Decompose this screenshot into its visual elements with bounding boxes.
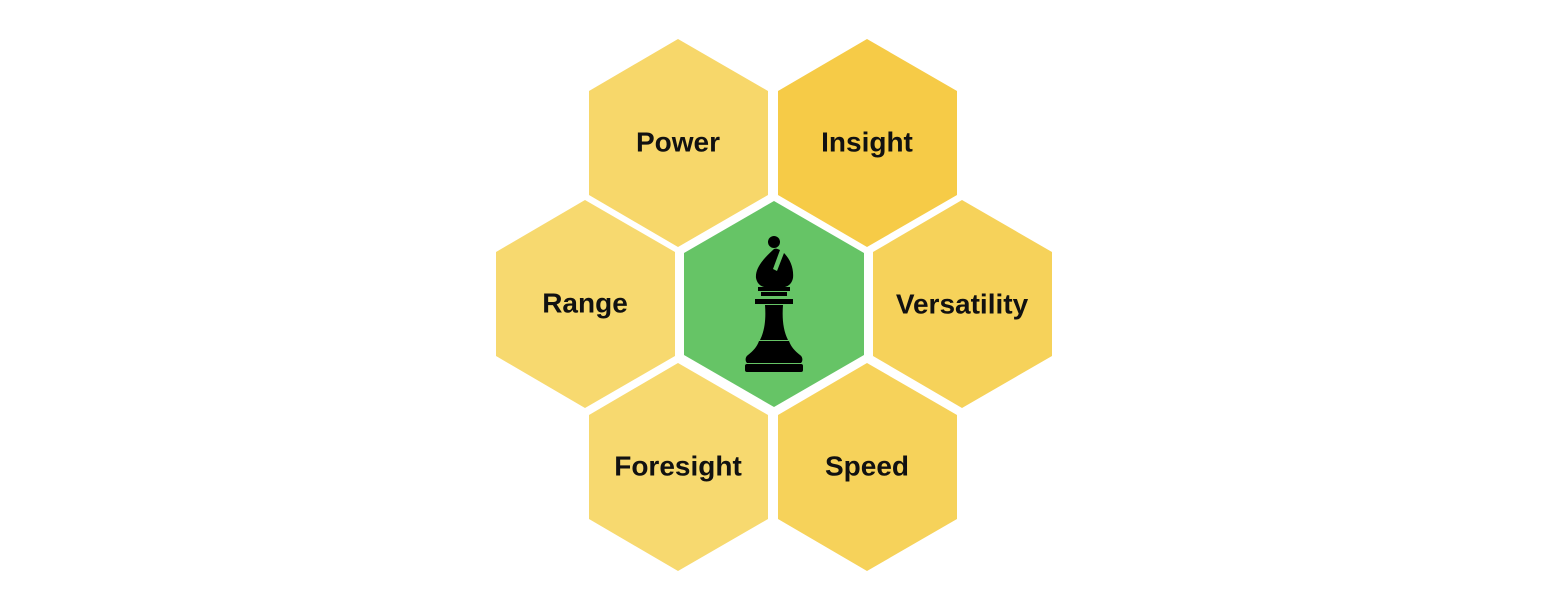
hexagon-shape: [496, 200, 675, 408]
hexagon-shape: [778, 39, 957, 247]
hex-cell-foresight: Foresight: [589, 363, 768, 571]
hex-label-range: Range: [542, 287, 628, 318]
hex-cell-insight: Insight: [778, 39, 957, 247]
hexagon-shape: [589, 363, 768, 571]
hexagon-shape: [873, 200, 1052, 408]
chess-bishop-icon: [745, 236, 803, 372]
hexagon-shape: [589, 39, 768, 247]
hex-label-power: Power: [636, 126, 720, 157]
hex-cell-power: Power: [589, 39, 768, 247]
hexagon-shape: [778, 363, 957, 571]
hex-cell-speed: Speed: [778, 363, 957, 571]
hex-label-insight: Insight: [821, 126, 913, 157]
hex-label-versatility: Versatility: [896, 288, 1029, 319]
hex-label-foresight: Foresight: [614, 450, 742, 481]
hex-cell-range: Range: [496, 200, 675, 408]
hex-cell-versatility: Versatility: [873, 200, 1052, 408]
hex-label-speed: Speed: [825, 450, 909, 481]
